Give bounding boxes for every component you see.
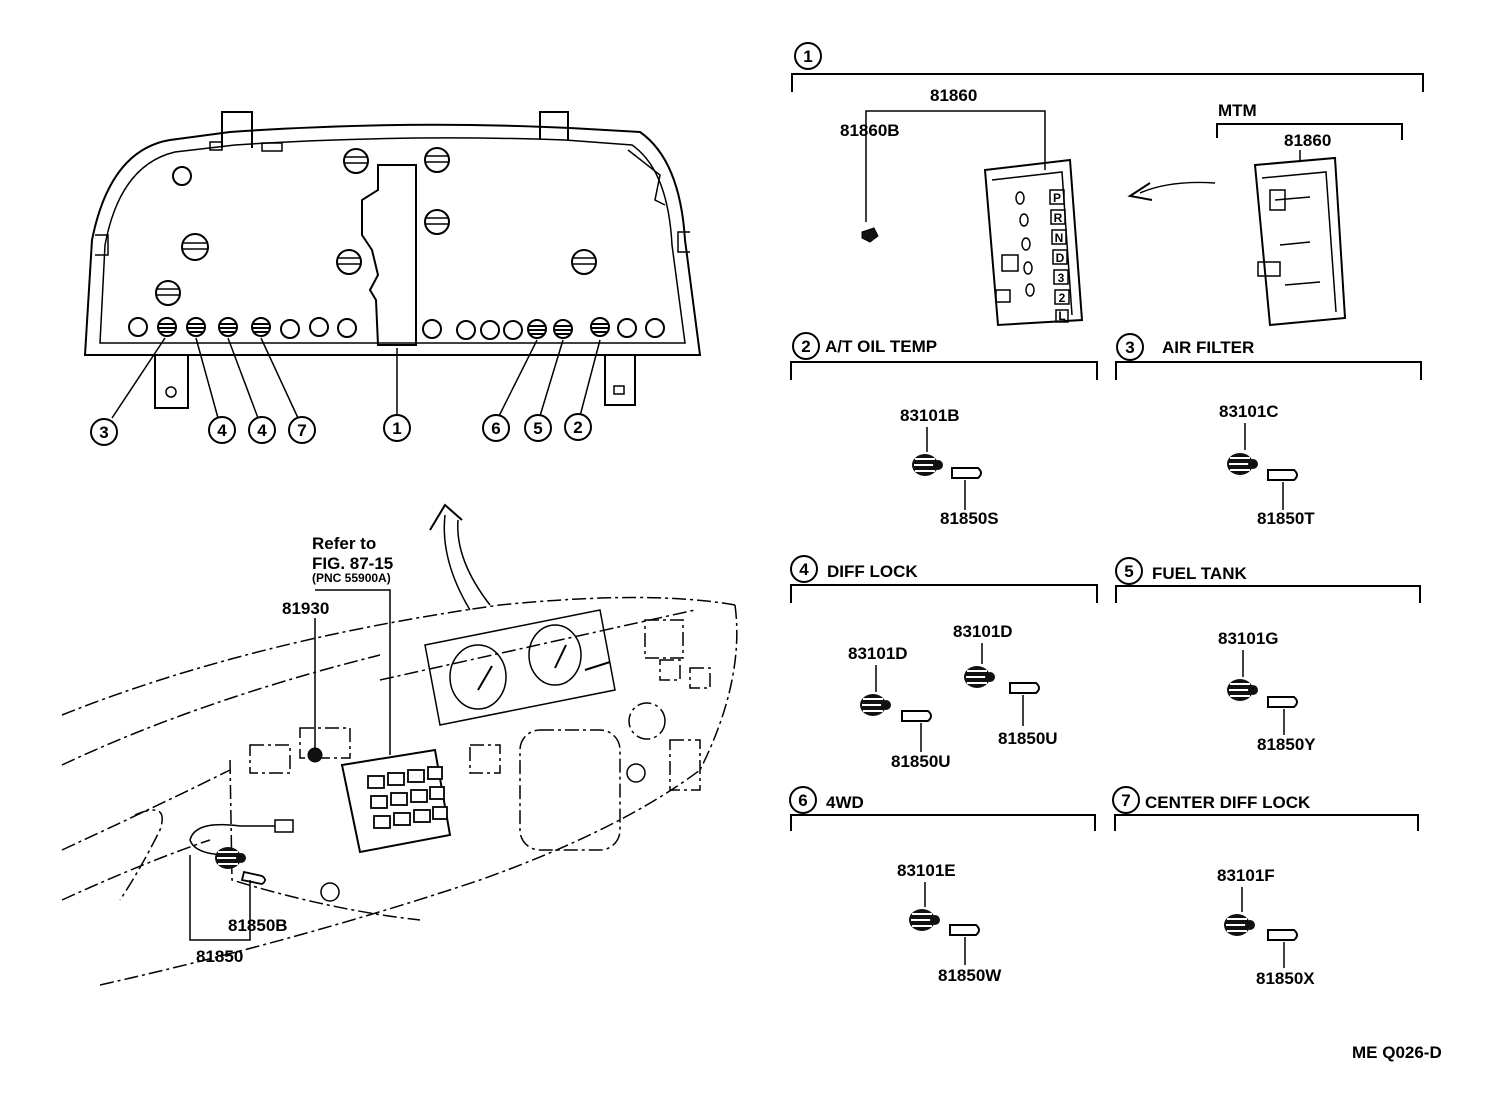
svg-text:7: 7 [1121, 791, 1130, 810]
svg-text:R: R [1054, 211, 1063, 225]
footer-code: ME Q026-D [1352, 1043, 1442, 1062]
cluster-holes [155, 147, 597, 306]
svg-text:AIR FILTER: AIR FILTER [1162, 338, 1254, 357]
svg-text:83101E: 83101E [897, 861, 956, 880]
svg-text:81850T: 81850T [1257, 509, 1315, 528]
svg-text:4: 4 [217, 421, 227, 440]
section-2: 2 A/T OIL TEMP 83101B 81850S [790, 332, 1098, 528]
callout-3: 3 [90, 418, 118, 446]
dashboard-outline [61, 596, 738, 986]
svg-text:1: 1 [392, 419, 401, 438]
cluster-callouts: 3 4 4 7 1 6 5 2 [90, 413, 592, 446]
svg-text:2: 2 [801, 337, 810, 356]
svg-text:3: 3 [1125, 338, 1134, 357]
svg-text:83101F: 83101F [1217, 866, 1275, 885]
svg-text:4: 4 [799, 560, 809, 579]
svg-text:D: D [1056, 251, 1065, 265]
svg-text:2: 2 [573, 418, 582, 437]
svg-text:81850Y: 81850Y [1257, 735, 1316, 754]
svg-text:7: 7 [297, 421, 306, 440]
dash-leaders [189, 589, 391, 941]
svg-text:81850U: 81850U [891, 752, 951, 771]
svg-text:81850U: 81850U [998, 729, 1058, 748]
svg-text:Refer to: Refer to [312, 534, 376, 553]
svg-text:(PNC 55900A): (PNC 55900A) [312, 571, 391, 585]
svg-text:6: 6 [798, 791, 807, 810]
svg-text:P: P [1053, 191, 1061, 205]
section-4: 4 DIFF LOCK 83101D 81850U 83101D 81850U [790, 555, 1098, 771]
svg-text:1: 1 [803, 47, 812, 66]
callout-5: 5 [524, 414, 552, 442]
arrow-up [429, 503, 491, 611]
svg-text:N: N [1055, 231, 1064, 245]
svg-text:FIG. 87-15: FIG. 87-15 [312, 554, 393, 573]
svg-text:5: 5 [533, 419, 542, 438]
svg-text:83101D: 83101D [848, 644, 908, 663]
svg-text:DIFF LOCK: DIFF LOCK [827, 562, 918, 581]
part-81850: 81850 [196, 947, 243, 966]
svg-text:81850S: 81850S [940, 509, 999, 528]
svg-text:5: 5 [1124, 562, 1133, 581]
svg-text:A/T OIL TEMP: A/T OIL TEMP [825, 337, 937, 356]
dash-meters [249, 609, 711, 902]
svg-text:4WD: 4WD [826, 793, 864, 812]
section-5: 5 FUEL TANK 83101G 81850Y [1115, 557, 1421, 754]
svg-text:3: 3 [99, 423, 108, 442]
dash-switch-block [307, 747, 452, 854]
svg-text:L: L [1058, 309, 1065, 323]
refer-text: Refer to FIG. 87-15 (PNC 55900A) [312, 534, 393, 585]
callout-4a: 4 [208, 416, 236, 444]
callout-1: 1 [383, 414, 411, 442]
svg-text:83101G: 83101G [1218, 629, 1279, 648]
svg-text:81850X: 81850X [1256, 969, 1315, 988]
lamp-row [128, 317, 665, 340]
section-3: 3 AIR FILTER 83101C 81850T [1115, 333, 1422, 528]
callout-2: 2 [564, 413, 592, 441]
svg-text:81850W: 81850W [938, 966, 1002, 985]
svg-text:83101B: 83101B [900, 406, 960, 425]
svg-text:2: 2 [1059, 291, 1066, 305]
dash-wire [189, 819, 294, 885]
svg-text:83101C: 83101C [1219, 402, 1279, 421]
section-7: 7 CENTER DIFF LOCK 83101F 81850X [1112, 786, 1419, 988]
part-81860: 81860 [930, 86, 977, 105]
part-81850B: 81850B [228, 916, 288, 935]
callout-4b: 4 [248, 416, 276, 444]
prnd-indicators: P R N D 3 2 L [1049, 189, 1070, 323]
variant-MTM: MTM [1218, 101, 1257, 120]
part-81930: 81930 [282, 599, 329, 618]
callout-6: 6 [482, 414, 510, 442]
section-1: 1 81860 81860B P R N D 3 2 L MTM 8186 [791, 42, 1424, 327]
svg-text:FUEL TANK: FUEL TANK [1152, 564, 1247, 583]
section-6: 6 4WD 83101E 81850W [789, 786, 1096, 985]
svg-text:3: 3 [1058, 271, 1065, 285]
callout-leaders [111, 337, 601, 419]
cluster-housing [83, 111, 702, 409]
svg-text:6: 6 [491, 419, 500, 438]
svg-text:CENTER DIFF LOCK: CENTER DIFF LOCK [1145, 793, 1311, 812]
callout-7: 7 [288, 416, 316, 444]
part-81860B: 81860B [840, 121, 900, 140]
svg-text:4: 4 [257, 421, 267, 440]
part-81860-mtm: 81860 [1284, 131, 1331, 150]
svg-text:83101D: 83101D [953, 622, 1013, 641]
